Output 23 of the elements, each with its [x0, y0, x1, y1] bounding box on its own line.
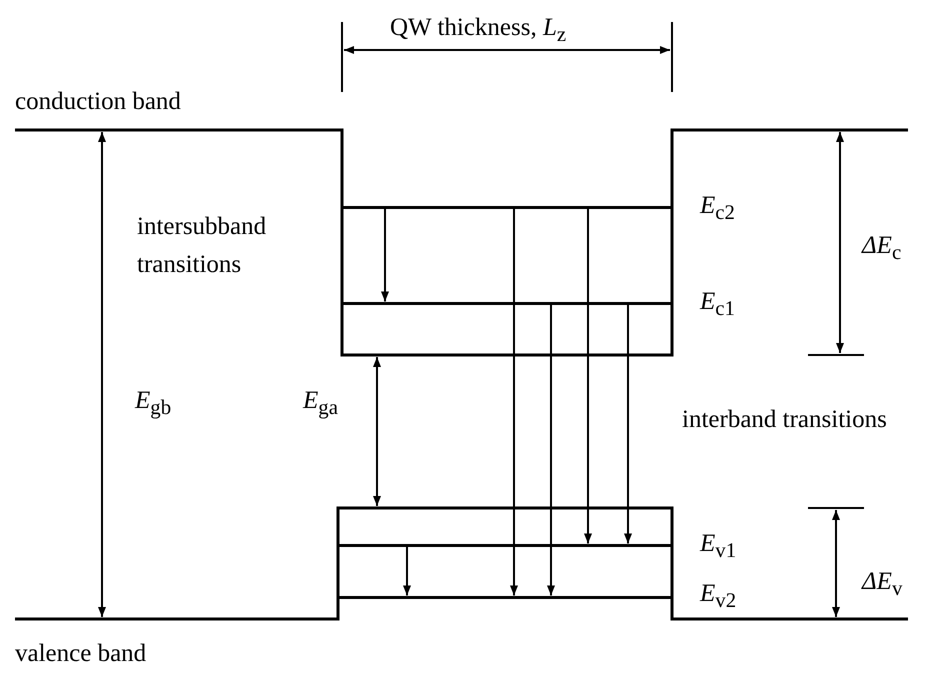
- energy-label: ΔE$_{v}$: [862, 567, 902, 602]
- band-label: conduction band: [15, 87, 181, 117]
- energy-level-line: [338, 596, 672, 598]
- transition-arrow: [403, 546, 411, 596]
- transition-arrow: [547, 304, 555, 596]
- transition-arrow: [510, 208, 518, 596]
- energy-label: E$_{gb}$: [135, 386, 172, 420]
- transition-label: interband transitions: [682, 405, 887, 435]
- energy-level-line: [342, 302, 672, 304]
- energy-level-line: [342, 206, 672, 208]
- level-label: E$_{c1}$: [700, 287, 735, 322]
- level-label: E$_{v1}$: [700, 529, 736, 564]
- transition-label: intersubband transitions: [137, 212, 268, 280]
- dimension-label: QW thickness, L$_{z}$: [390, 13, 566, 48]
- level-label: E$_{v2}$: [700, 579, 736, 614]
- level-label: E$_{c2}$: [700, 191, 735, 226]
- energy-level-line: [338, 544, 672, 546]
- energy-label: E$_{ga}$: [303, 386, 338, 420]
- transition-arrow: [381, 208, 389, 302]
- energy-label: ΔE$_{c}$: [862, 231, 902, 266]
- transition-arrow: [624, 304, 632, 544]
- band-label: valence band: [15, 639, 146, 669]
- transition-arrow: [584, 208, 592, 544]
